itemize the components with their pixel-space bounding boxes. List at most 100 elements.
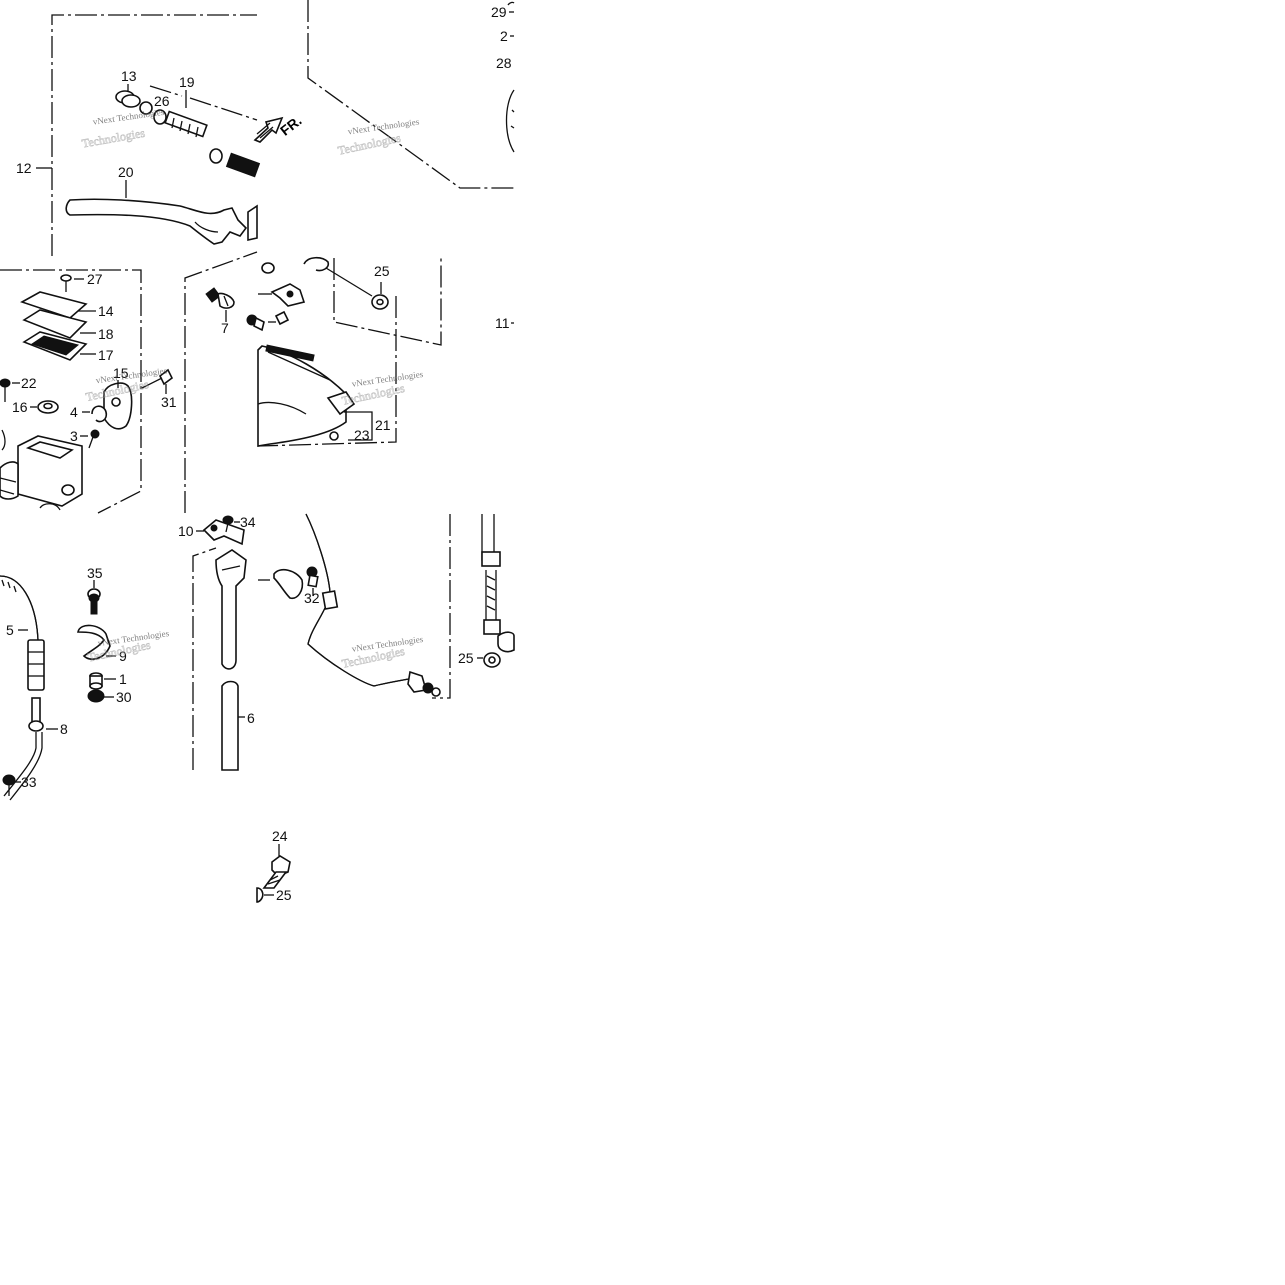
label-20: 20 — [118, 164, 134, 180]
frame-line-res — [0, 269, 142, 514]
grommet-30 — [87, 689, 105, 703]
label-31: 31 — [161, 394, 177, 410]
label-26: 26 — [154, 93, 170, 109]
bar-end — [303, 256, 330, 272]
frame-line-mid — [184, 251, 258, 513]
circlip-26 — [139, 101, 153, 115]
watermark-1: vNext Technologies — [92, 107, 165, 127]
tile-top-strip: 29 2 28 vNext Technologies Technologies — [307, 0, 515, 189]
screw-22 — [0, 378, 11, 402]
label-5: 5 — [6, 622, 14, 638]
label-19: 19 — [179, 74, 195, 90]
watermark-overlay-1: Technologies — [81, 126, 147, 151]
frame-line-top — [307, 0, 514, 189]
label-3: 3 — [70, 428, 78, 444]
label-18: 18 — [98, 326, 114, 342]
brake-hose-6 — [215, 549, 247, 771]
handlebar-edge — [505, 89, 515, 153]
label-21: 21 — [375, 417, 391, 433]
label-2: 2 — [500, 28, 508, 44]
label-6: 6 — [247, 710, 255, 726]
switch-screw — [246, 314, 265, 332]
screw-3 — [88, 429, 100, 449]
pipe-clamp — [273, 568, 304, 600]
washer-25-bottom — [256, 887, 264, 903]
tile-lever-cover: 25 21 23 11 vNext Technologies Technolog… — [257, 256, 514, 447]
reservoir-cap-14 — [20, 291, 88, 319]
label-22: 22 — [21, 375, 37, 391]
label-30: 30 — [116, 689, 132, 705]
screw-23 — [329, 431, 339, 441]
tile-lower-left: 5 8 33 35 9 — [0, 565, 170, 801]
bolt-34 — [222, 515, 234, 533]
brake-pipe — [305, 513, 441, 697]
nut-top — [261, 262, 275, 274]
bolt-33 — [2, 774, 16, 796]
label-8: 8 — [60, 721, 68, 737]
frame-line-12 — [51, 14, 257, 256]
tile-bottom-bolt: 24 25 — [256, 828, 292, 903]
label-25-mid: 25 — [458, 650, 474, 666]
label-24: 24 — [272, 828, 288, 844]
brake-hose-5 — [0, 575, 45, 691]
label-7: 7 — [221, 320, 229, 336]
label-29: 29 — [491, 4, 507, 20]
collar-13 — [115, 90, 141, 108]
brake-lever-20 — [65, 198, 248, 245]
master-cylinder-body — [0, 429, 83, 511]
tile-lower-center: 10 34 6 — [178, 514, 304, 771]
brake-hose-right — [481, 514, 515, 653]
label-13: 13 — [121, 68, 137, 84]
lever-cover-21 — [257, 344, 356, 447]
bolt-31 — [141, 368, 174, 389]
label-27: 27 — [87, 271, 103, 287]
label-34: 34 — [240, 514, 256, 530]
bolt-24 — [262, 855, 291, 889]
label-32: 32 — [304, 590, 320, 606]
collar-1 — [89, 672, 103, 690]
label-23: 23 — [354, 427, 370, 443]
label-14: 14 — [98, 303, 114, 319]
frame-line-6 — [192, 547, 217, 770]
label-11: 11 — [495, 315, 510, 331]
label-9: 9 — [119, 648, 127, 664]
label-25-bottom: 25 — [276, 887, 292, 903]
front-direction-arrow — [253, 116, 284, 143]
washer-25-top — [371, 294, 389, 310]
tile-lower-right: 32 25 vNext Technologies Technologies — [304, 513, 515, 699]
tile-reservoir-parts: 27 14 18 17 22 16 15 — [0, 269, 177, 514]
label-10: 10 — [178, 523, 194, 539]
piston-19 — [153, 109, 261, 178]
clamp-4 — [91, 405, 108, 423]
bolt-35 — [87, 588, 101, 615]
label-17: 17 — [98, 347, 114, 363]
label-33: 33 — [21, 774, 37, 790]
frame-line-21 — [257, 296, 397, 447]
watermark-overlay-2: Technologies — [337, 131, 403, 158]
label-12: 12 — [16, 160, 32, 176]
bracket-10 — [202, 519, 245, 546]
screw-right — [274, 310, 290, 326]
label-15: 15 — [113, 365, 129, 381]
frame-line-25 — [333, 258, 442, 346]
tile-switch-parts: 7 — [184, 251, 306, 513]
label-4: 4 — [70, 404, 78, 420]
piston-kit-box — [149, 85, 258, 121]
frame-line-pipe — [432, 514, 451, 699]
bolt-8 — [3, 697, 44, 801]
label-25-top: 25 — [374, 263, 390, 279]
label-28: 28 — [496, 55, 512, 71]
label-35: 35 — [87, 565, 103, 581]
stop-switch — [258, 283, 306, 307]
bolt-7 — [205, 287, 235, 309]
front-direction-label: FR. — [277, 112, 305, 138]
set-plate-18 — [22, 309, 88, 339]
label-16: 16 — [12, 399, 28, 415]
screw-27 — [60, 274, 72, 292]
label-1: 1 — [119, 671, 127, 687]
tile-lever-assembly: 12 13 26 19 FR. — [16, 14, 305, 256]
washer-25-mid — [483, 652, 501, 668]
bracket-21 — [344, 411, 373, 441]
hose-clip-9 — [77, 624, 111, 660]
